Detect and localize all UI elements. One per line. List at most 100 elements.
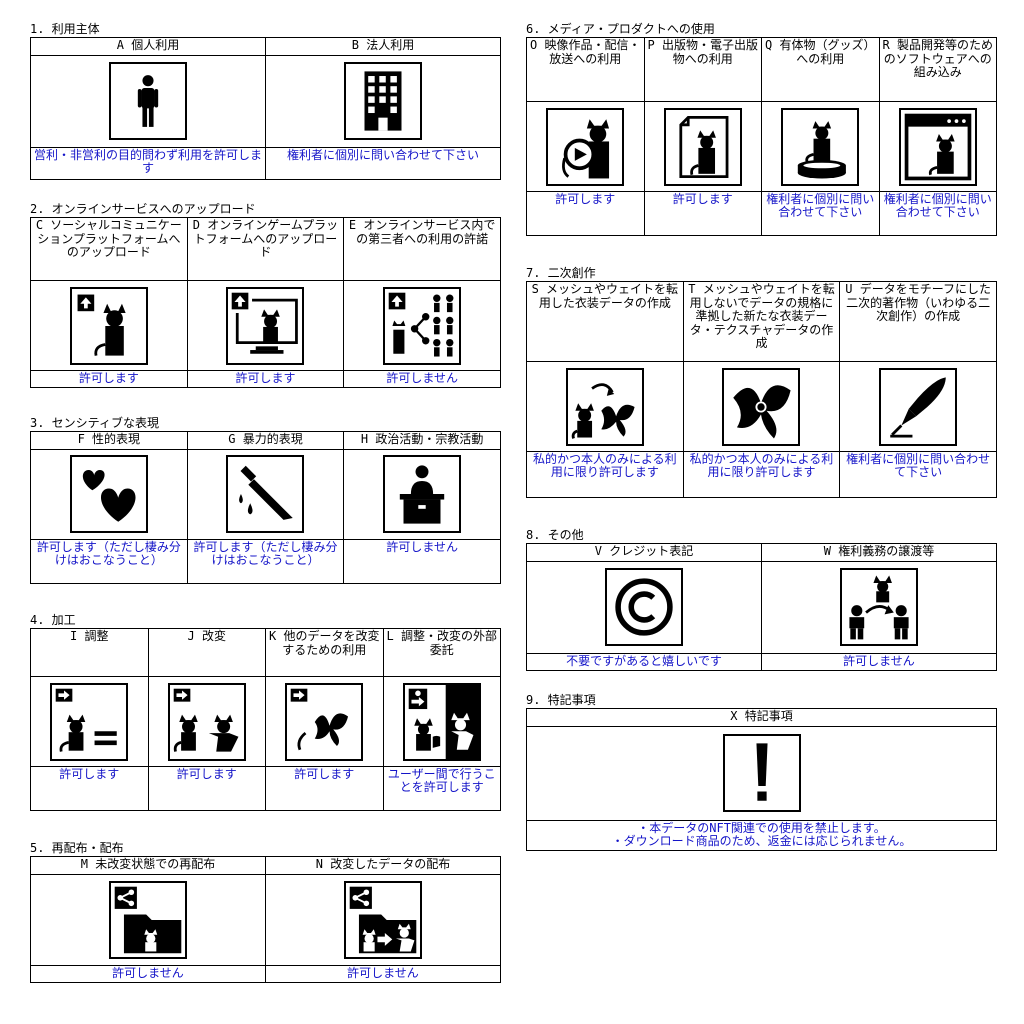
item-header-i: I 調整 [30,628,149,677]
building-icon [344,62,422,140]
pen-icon [879,367,958,446]
item-header-p: P 出版物・電子出版物への利用 [643,37,762,102]
outsource-icon [402,682,481,761]
section-table: X 特記事項 ・本データのNFT関連での使用を禁止します。 ・ダウンロード商品の… [526,708,997,851]
item-header-q: Q 有体物（グッズ）への利用 [761,37,880,102]
knife-icon [226,455,305,533]
section-table: F 性的表現 G 暴力的表現 H 政治活動・宗教活動 許可します（ただし棲み分け… [30,431,501,584]
item-status-u: 権利者に個別に問い合わせて下さい [839,451,997,498]
section-title: 3. センシティブな表現 [30,416,159,430]
item-status-n: 許可しません [265,964,501,983]
section-table: V クレジット表記 W 権利義務の譲渡等 不要ですがあると嬉しいです 許可しませ… [526,543,997,671]
item-header-o: O 映像作品・配信・放送への利用 [526,37,645,102]
section-7: 7. 二次創作 S メッシュやウェイトを転用した衣装データの作成 T メッシュや… [526,266,997,498]
item-header-b: B 法人利用 [265,37,501,56]
status-line: ・ダウンロード商品のため、返金には応じられません。 [611,833,912,848]
section-title: 4. 加工 [30,613,76,627]
podium-icon [383,455,462,533]
item-status-q: 権利者に個別に問い合わせて下さい [761,191,880,236]
item-status-l: ユーザー間で行うことを許可します [382,766,501,811]
copyright-icon [605,568,683,646]
item-status-r: 権利者に個別に問い合わせて下さい [878,191,997,236]
section-title: 6. メディア・プロダクトへの使用 [526,22,715,36]
section-8: 8. その他 V クレジット表記 W 権利義務の譲渡等 不要ですがあると嬉しいで… [526,528,997,671]
item-header-c: C ソーシャルコミュニケーションプラットフォームへのアップロード [30,217,188,281]
section-title: 7. 二次創作 [526,266,596,280]
section-table: C ソーシャルコミュニケーションプラットフォームへのアップロード D オンライン… [30,217,501,388]
item-status-s: 私的かつ本人のみによる利用に限り許可します [526,451,684,498]
arrow-cat-equal-icon [50,682,129,761]
item-status-k: 許可します [265,766,384,811]
item-header-g: G 暴力的表現 [186,431,345,450]
item-status-g: 許可します（ただし棲み分けはおこなうこと） [186,538,345,584]
section-table: O 映像作品・配信・放送への利用 P 出版物・電子出版物への利用 Q 有体物（グ… [526,37,997,236]
section-title: 8. その他 [526,528,584,542]
item-status-h: 許可しません [343,538,501,584]
person-icon [109,62,187,140]
section-title: 2. オンラインサービスへのアップロード [30,202,256,216]
item-status-i: 許可します [30,766,149,811]
item-status-d: 許可します [186,370,345,388]
item-header-k: K 他のデータを改変するための利用 [265,628,384,677]
section-2: 2. オンラインサービスへのアップロード C ソーシャルコミュニケーションプラッ… [30,202,501,388]
section-3: 3. センシティブな表現 F 性的表現 G 暴力的表現 H 政治活動・宗教活動 … [30,416,501,584]
item-status-o: 許可します [526,191,645,236]
item-header-n: N 改変したデータの配布 [265,856,501,875]
item-header-u: U データをモチーフにした二次的著作物（いわゆる二次創作）の作成 [839,281,997,362]
arrow-bow-icon [285,682,364,761]
item-header-a: A 個人利用 [30,37,266,56]
item-status-x: ・本データのNFT関連での使用を禁止します。 ・ダウンロード商品のため、返金には… [526,819,997,851]
item-status-e: 許可しません [343,370,501,388]
section-1: 1. 利用主体 A 個人利用 B 法人利用 営利・非営利の目的問わず利用を許可し… [30,22,501,180]
section-table: I 調整 J 改変 K 他のデータを改変するための利用 L 調整・改変の外部委託… [30,628,501,811]
cat-bow-transfer-icon [565,367,644,446]
section-5: 5. 再配布・配布 M 未改変状態での再配布 N 改変したデータの配布 許可しま… [30,841,501,983]
item-status-w: 許可しません [761,652,997,671]
item-header-e: E オンラインサービス内での第三者への利用の許諾 [343,217,501,281]
status-line: ・本データのNFT関連での使用を禁止します。 [637,820,886,835]
play-cat-icon [546,107,625,186]
item-header-s: S メッシュやウェイトを転用した衣装データの作成 [526,281,684,362]
item-header-j: J 改変 [147,628,266,677]
arrow-cat-modified-icon [167,682,246,761]
upload-monitor-cat-icon [226,286,305,365]
item-status-v: 不要ですがあると嬉しいです [526,652,762,671]
section-title: 1. 利用主体 [30,22,100,36]
item-status-j: 許可します [147,766,266,811]
item-header-r: R 製品開発等のためのソフトウェアへの組み込み [878,37,997,102]
upload-cat-icon [69,286,148,365]
section-6: 6. メディア・プロダクトへの使用 O 映像作品・配信・放送への利用 P 出版物… [526,22,997,236]
bow-icon [722,367,801,446]
section-table: A 個人利用 B 法人利用 営利・非営利の目的問わず利用を許可します 権利者に個… [30,37,501,180]
section-title: 9. 特記事項 [526,693,596,707]
section-table: S メッシュやウェイトを転用した衣装データの作成 T メッシュやウェイトを転用し… [526,281,997,498]
transfer-people-icon [840,568,918,646]
item-status-b: 権利者に個別に問い合わせて下さい [265,146,501,180]
item-status-m: 許可しません [30,964,266,983]
section-title: 5. 再配布・配布 [30,841,124,855]
item-header-h: H 政治活動・宗教活動 [343,431,501,450]
item-header-w: W 権利義務の譲渡等 [761,543,997,562]
exclamation-icon [722,734,801,812]
share-folder-icon [109,880,187,959]
item-header-t: T メッシュやウェイトを転用しないでデータの規格に準拠した新たな衣装データ・テク… [682,281,841,362]
upload-share-icon [383,286,462,365]
share-folder-arrow-icon [344,880,422,959]
item-status-p: 許可します [643,191,762,236]
item-status-t: 私的かつ本人のみによる利用に限り許可します [682,451,841,498]
window-cat-icon [898,107,977,186]
item-status-a: 営利・非営利の目的問わず利用を許可します [30,146,266,180]
item-status-c: 許可します [30,370,188,388]
hearts-icon [69,455,148,533]
item-header-m: M 未改変状態での再配布 [30,856,266,875]
section-4: 4. 加工 I 調整 J 改変 K 他のデータを改変するための利用 L 調整・改… [30,613,501,811]
item-header-f: F 性的表現 [30,431,188,450]
item-header-l: L 調整・改変の外部委託 [382,628,501,677]
section-table: M 未改変状態での再配布 N 改変したデータの配布 許可しません 許可しません [30,856,501,983]
section-9: 9. 特記事項 X 特記事項 ・本データのNFT関連での使用を禁止します。 ・ダ… [526,693,997,851]
item-header-d: D オンラインゲームプラットフォームへのアップロード [186,217,345,281]
document-cat-icon [663,107,742,186]
item-header-v: V クレジット表記 [526,543,762,562]
item-status-f: 許可します（ただし棲み分けはおこなうこと） [30,538,188,584]
item-header-x: X 特記事項 [526,708,997,727]
